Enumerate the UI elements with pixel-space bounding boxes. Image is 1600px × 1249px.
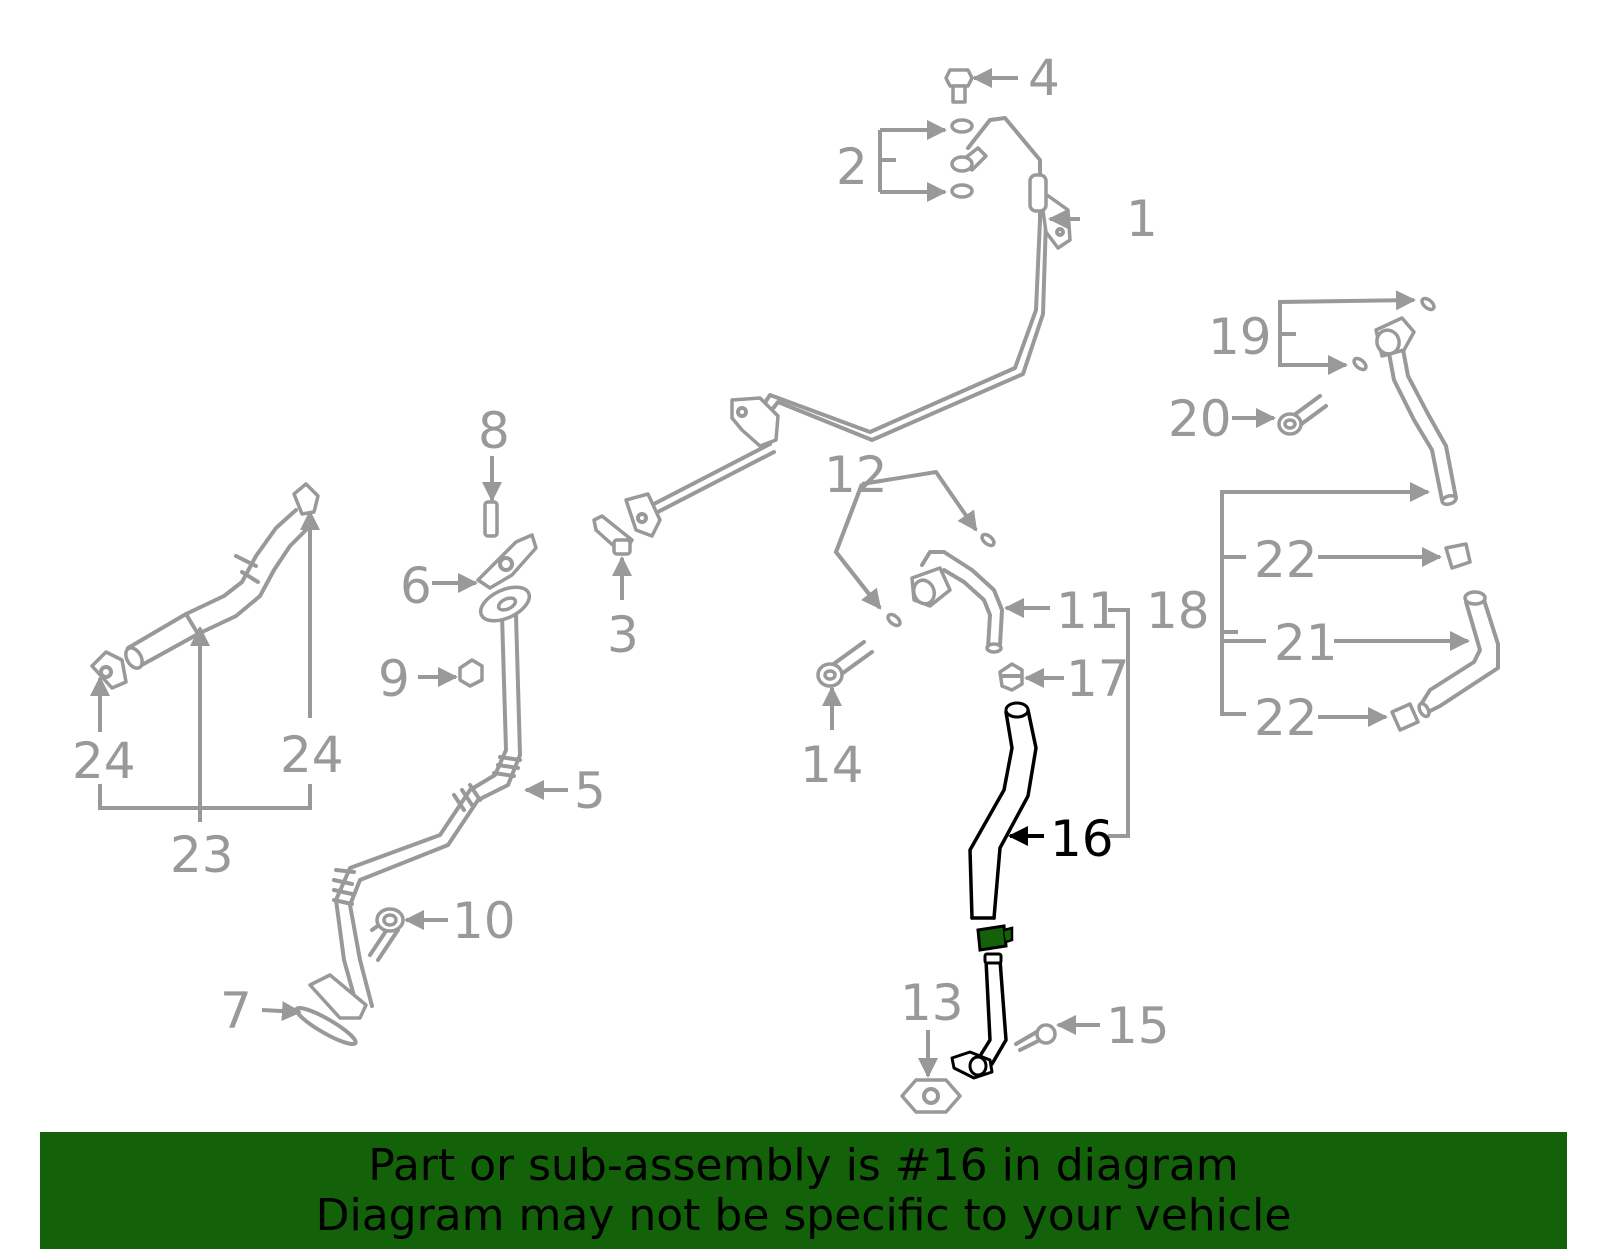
part-22-clamp-lower <box>1390 702 1420 732</box>
banner-line-1: Part or sub-assembly is #16 in diagram <box>368 1139 1239 1191</box>
part-11-coolant-hose <box>910 550 1004 654</box>
callout-14: 14 <box>800 736 864 794</box>
callout-12: 12 <box>824 446 888 504</box>
callout-9: 9 <box>378 650 410 708</box>
part-6-gasket <box>476 533 538 590</box>
part-15-bolt <box>1014 1023 1057 1052</box>
info-banner: Part or sub-assembly is #16 in diagram D… <box>40 1132 1567 1249</box>
part-13-gasket <box>900 1078 962 1114</box>
callout-6: 6 <box>400 557 432 615</box>
callout-7: 7 <box>220 982 252 1040</box>
banner-line-2: Diagram may not be specific to your vehi… <box>315 1189 1292 1241</box>
part-10-bolt <box>368 907 405 962</box>
callout-20: 20 <box>1168 390 1232 448</box>
part-24-clamp-left <box>90 650 128 690</box>
part-23-hose <box>124 508 310 670</box>
callout-13: 13 <box>900 974 964 1032</box>
callout-17: 17 <box>1066 650 1130 708</box>
part-17-clamp <box>998 662 1024 692</box>
part-8-dowel-pin <box>483 500 499 538</box>
callout-labels: 1 2 3 4 5 6 7 8 9 10 11 12 13 14 15 16 1… <box>72 49 1338 1055</box>
part-20-bolt <box>1277 394 1328 436</box>
part-18-hose-assembly <box>1374 316 1458 507</box>
callout-5: 5 <box>574 762 606 820</box>
part-3-banjo-bolt <box>592 514 634 556</box>
part-22-clamp-upper <box>1444 542 1472 570</box>
callout-8: 8 <box>478 402 510 460</box>
callout-19: 19 <box>1208 308 1272 366</box>
callout-1: 1 <box>1126 190 1158 248</box>
callout-16-highlighted: 16 <box>1050 810 1114 868</box>
callout-10: 10 <box>452 892 516 950</box>
part-9-clip <box>458 658 484 688</box>
callout-22-upper: 22 <box>1254 531 1318 589</box>
callout-2: 2 <box>836 138 868 196</box>
part-16-coolant-pipe-highlighted <box>950 701 1038 1080</box>
callout-3: 3 <box>607 606 639 664</box>
part-14-bolt <box>816 640 874 688</box>
parts-diagram: 1 2 3 4 5 6 7 8 9 10 11 12 13 14 15 16 1… <box>72 49 1500 1114</box>
callout-22-lower: 22 <box>1254 689 1318 747</box>
part-5-oil-return-pipe <box>308 585 532 1020</box>
leader-lines <box>90 68 1470 1078</box>
callout-21: 21 <box>1274 614 1338 672</box>
callout-4: 4 <box>1028 49 1060 107</box>
part-19-o-rings <box>1352 296 1436 372</box>
callout-11: 11 <box>1056 582 1120 640</box>
part-4-bolt <box>944 68 974 104</box>
part-21-hose <box>1417 590 1500 719</box>
callout-18: 18 <box>1146 582 1210 640</box>
callout-15: 15 <box>1106 997 1170 1055</box>
callout-24-left: 24 <box>72 732 136 790</box>
callout-23: 23 <box>170 826 234 884</box>
callout-24-right: 24 <box>280 726 344 784</box>
